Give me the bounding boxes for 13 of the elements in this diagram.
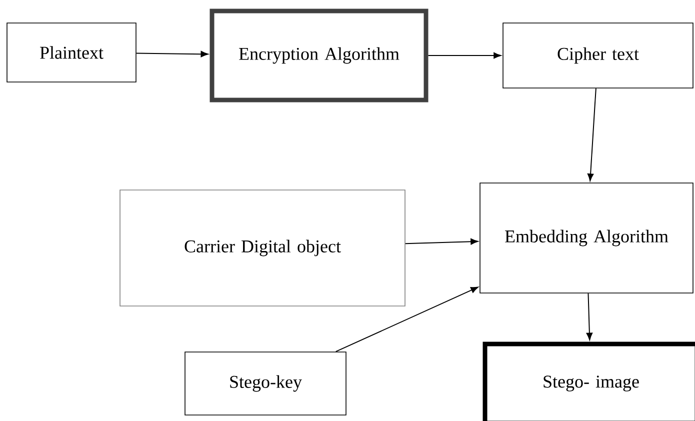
process-box: Cipher text [502,22,694,88]
arrow [335,286,478,352]
arrow [404,238,478,245]
process-box: Embedding Algorithm [480,182,694,294]
arrow [586,292,593,340]
process-box: Stego-key [184,352,346,416]
process-box: Plaintext [6,22,136,82]
process-box: Carrier Digital object [120,190,406,306]
arrow [428,52,502,59]
process-box: Stego- image [482,342,695,421]
process-box: Encryption Algorithm [210,8,428,102]
arrow [136,50,208,58]
arrow [587,88,596,182]
